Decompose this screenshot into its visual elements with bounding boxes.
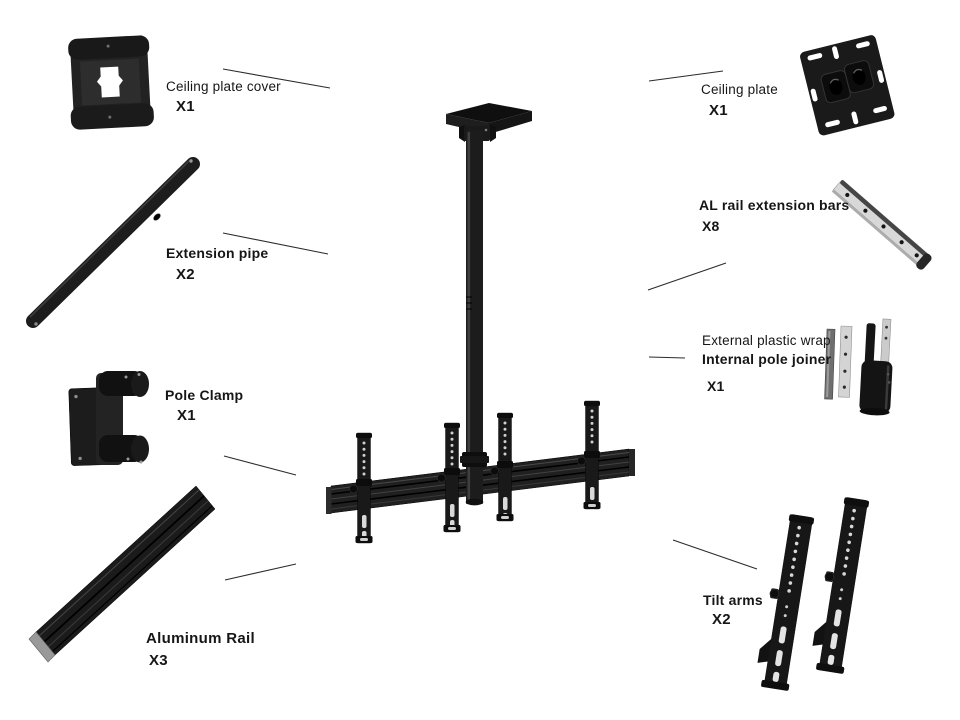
ceiling-plate-cover-image <box>68 35 154 130</box>
callout-line-tilt-arms <box>672 539 758 570</box>
tilt-arm-right-image <box>812 497 870 674</box>
callout-line-ceiling-plate-cover <box>222 68 331 89</box>
label-extension-pipe: Extension pipe <box>166 245 269 261</box>
center-assembly-image <box>326 103 635 544</box>
callout-line-aluminum-rail <box>224 563 297 581</box>
label-pole-clamp: Pole Clamp <box>165 387 244 403</box>
label-internal-pole-joiner: Internal pole joiner <box>702 351 832 367</box>
label-ceiling-plate-cover: Ceiling plate cover <box>166 79 281 94</box>
qty-pole-joiner: X1 <box>707 378 725 394</box>
qty-al-rail-extension-bars: X8 <box>702 218 720 234</box>
assembly-bracket-1 <box>349 432 373 544</box>
assembly-bracket-4 <box>577 400 601 510</box>
label-al-rail-extension-bars: AL rail extension bars <box>699 197 850 213</box>
label-tilt-arms: Tilt arms <box>703 592 763 608</box>
qty-ceiling-plate: X1 <box>709 102 728 119</box>
assembly-bracket-3 <box>490 412 514 522</box>
qty-aluminum-rail: X3 <box>149 652 168 669</box>
callout-line-al-rail-bars <box>647 262 727 291</box>
callout-line-ceiling-plate <box>648 70 724 82</box>
label-ceiling-plate: Ceiling plate <box>701 82 778 97</box>
qty-extension-pipe: X2 <box>176 266 195 283</box>
assembly-bracket-2 <box>437 422 461 533</box>
label-external-plastic-wrap: External plastic wrap <box>702 333 831 348</box>
callout-line-pole-joiner <box>648 356 686 359</box>
callout-line-pole-clamp <box>223 455 297 476</box>
pole-clamp-image <box>68 371 149 466</box>
aluminum-rail-image <box>28 485 216 663</box>
qty-ceiling-plate-cover: X1 <box>176 98 195 115</box>
qty-pole-clamp: X1 <box>177 407 196 424</box>
ceiling-plate-image <box>800 35 895 136</box>
al-rail-extension-bar-image <box>831 180 932 270</box>
callout-line-extension-pipe <box>222 232 329 255</box>
extension-pipe-image <box>26 157 200 328</box>
tilt-arm-left-image <box>757 514 815 691</box>
pole-joiner-image <box>824 318 893 416</box>
qty-tilt-arms: X2 <box>712 611 731 628</box>
label-aluminum-rail: Aluminum Rail <box>146 630 255 647</box>
